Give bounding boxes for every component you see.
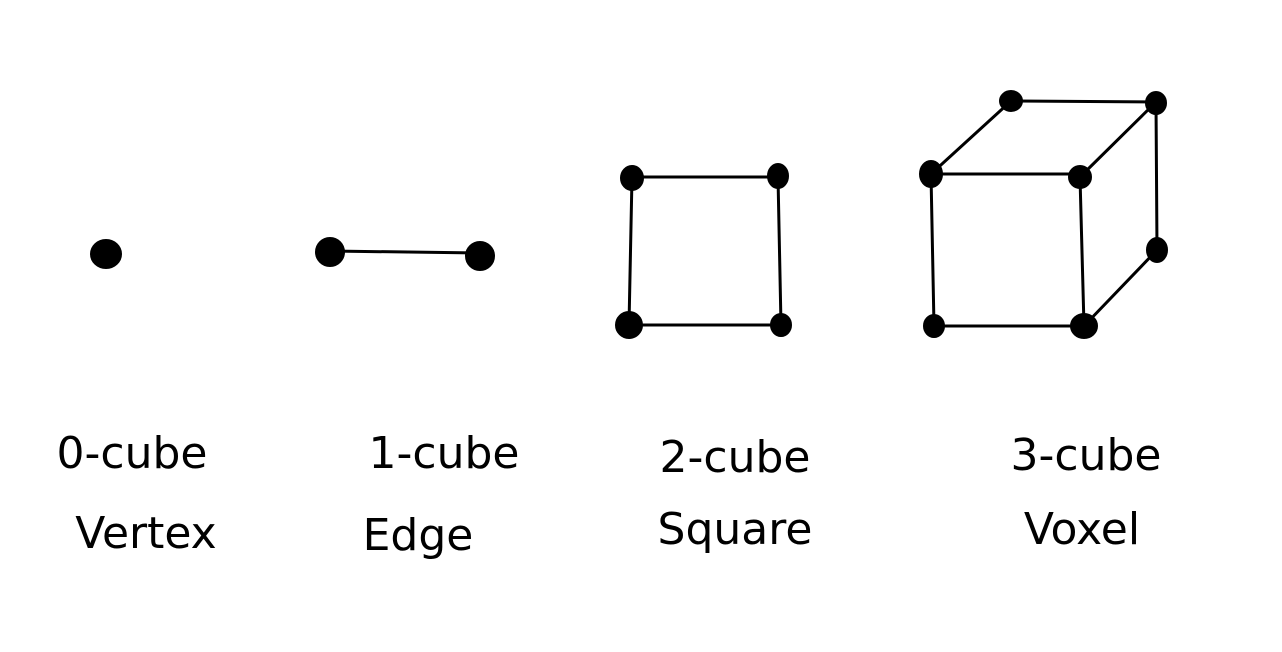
edge (328, 249, 482, 255)
edge (776, 175, 783, 327)
edge (1154, 100, 1159, 252)
figure-name-1-cube: Edge (363, 510, 474, 561)
vertex (1068, 165, 1092, 189)
edge (1078, 100, 1158, 179)
vertex (615, 311, 643, 339)
figure-title-2-cube: 2-cube (660, 432, 811, 483)
edge (627, 175, 634, 327)
vertex (315, 237, 345, 267)
figure-name-0-cube: Vertex (75, 508, 216, 559)
figure-0-cube (90, 239, 122, 269)
vertex (90, 239, 122, 269)
figure-title-3-cube: 3-cube (1011, 430, 1162, 481)
vertex (620, 165, 644, 191)
vertex (1146, 237, 1168, 263)
edge (929, 172, 936, 328)
vertex (465, 241, 495, 271)
figure-1-cube (315, 237, 495, 271)
edge (1082, 248, 1159, 328)
figure-title-0-cube: 0-cube (57, 428, 208, 479)
vertex (923, 314, 945, 338)
vertex (767, 163, 789, 189)
edge (1009, 99, 1158, 104)
figure-title-1-cube: 1-cube (369, 428, 520, 479)
edge (929, 99, 1013, 176)
figure-name-3-cube: Voxel (1024, 504, 1140, 555)
edge (1078, 175, 1086, 328)
vertex (999, 90, 1023, 112)
vertex (1145, 91, 1167, 115)
vertex (919, 160, 943, 188)
vertex (770, 313, 792, 337)
vertex (1070, 313, 1098, 339)
figure-3-cube (919, 90, 1168, 339)
figure-2-cube (615, 163, 792, 339)
figure-name-2-cube: Square (658, 504, 813, 555)
